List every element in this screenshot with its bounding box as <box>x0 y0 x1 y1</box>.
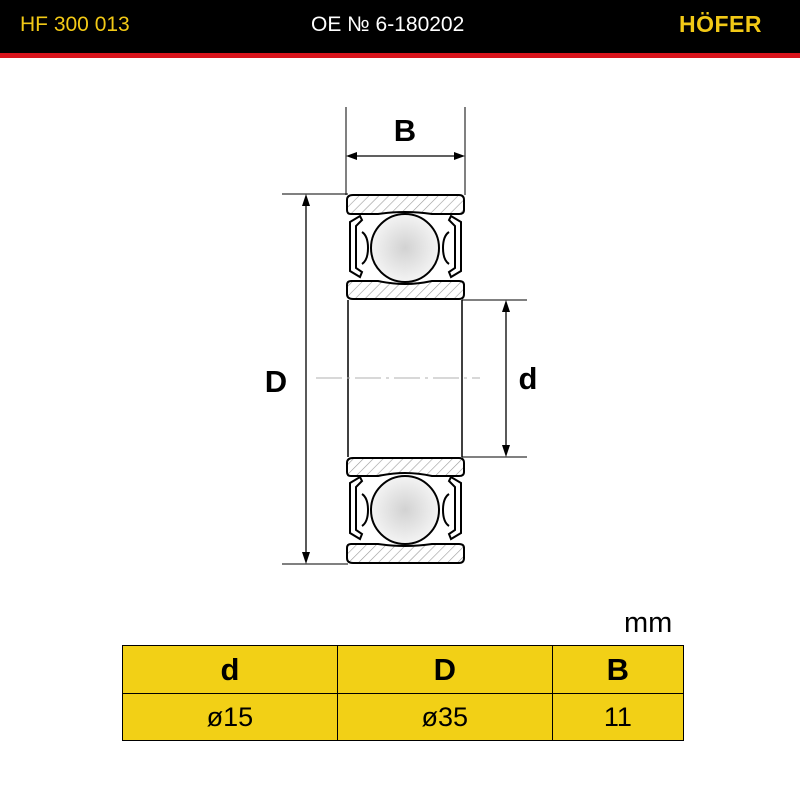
value-outer-diameter: ø35 <box>336 693 553 741</box>
label-b: B <box>394 113 416 148</box>
bearing-section-top <box>346 194 465 300</box>
spec-value-row: ø15 ø35 11 <box>122 693 685 741</box>
bearing-section-bottom <box>346 457 465 564</box>
header-inner-diameter: d <box>122 645 338 694</box>
spec-header-row: d D B <box>122 645 685 694</box>
label-inner-d: d <box>519 361 538 396</box>
spec-table: d D B ø15 ø35 11 <box>122 645 685 741</box>
header-outer-diameter: D <box>336 645 553 694</box>
header-width: B <box>551 645 685 694</box>
part-number: HF 300 013 <box>20 13 130 36</box>
width-dimension: B <box>345 107 466 195</box>
inner-diameter-dimension: d <box>462 299 538 458</box>
header-stripe <box>0 53 800 58</box>
unit-label: mm <box>624 607 673 639</box>
label-outer-d: D <box>265 364 287 399</box>
outer-diameter-dimension: D <box>265 193 348 565</box>
bearing-bore <box>316 300 480 457</box>
value-inner-diameter: ø15 <box>122 693 338 741</box>
oe-number: OE № 6-180202 <box>311 13 465 36</box>
header-bar: HF 300 013 OE № 6-180202 HÖFER <box>0 0 800 53</box>
value-width: 11 <box>551 693 685 741</box>
brand-logo: HÖFER <box>679 11 762 37</box>
